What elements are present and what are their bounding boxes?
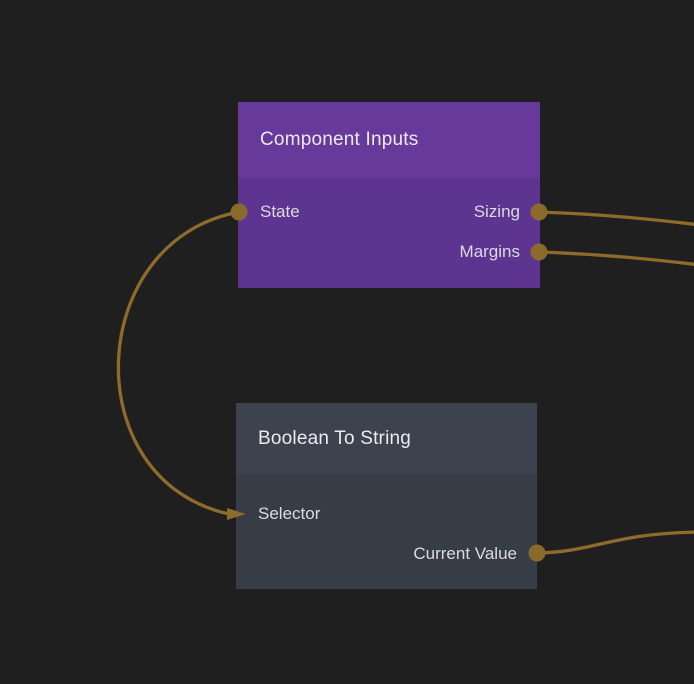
- wire-current-value-out[interactable]: [535, 530, 694, 555]
- port-row: Selector: [258, 494, 517, 534]
- port-row: Current Value: [258, 534, 517, 574]
- wire-sizing-out[interactable]: [537, 210, 694, 226]
- node-component-inputs-body: State Sizing Margins: [238, 178, 540, 288]
- port-row: Margins: [260, 232, 520, 272]
- node-boolean-to-string-body: Selector Current Value: [236, 474, 537, 589]
- node-title: Boolean To String: [258, 427, 412, 449]
- node-boolean-to-string[interactable]: Boolean To String Selector Current Value: [236, 403, 537, 589]
- port-label-selector: Selector: [258, 504, 321, 523]
- port-label-state: State: [260, 202, 300, 221]
- port-label-margins: Margins: [459, 242, 520, 261]
- node-component-inputs[interactable]: Component Inputs State Sizing Margins: [238, 102, 540, 288]
- wire-margins-out[interactable]: [537, 250, 694, 266]
- node-component-inputs-header[interactable]: Component Inputs: [238, 102, 540, 178]
- wire-state-to-selector[interactable]: [116, 210, 241, 516]
- node-title: Component Inputs: [260, 129, 419, 150]
- port-label-sizing: Sizing: [473, 202, 520, 221]
- port-row: State Sizing: [260, 192, 520, 232]
- port-label-current-value: Current Value: [413, 544, 517, 563]
- node-boolean-to-string-header[interactable]: Boolean To String: [236, 403, 537, 474]
